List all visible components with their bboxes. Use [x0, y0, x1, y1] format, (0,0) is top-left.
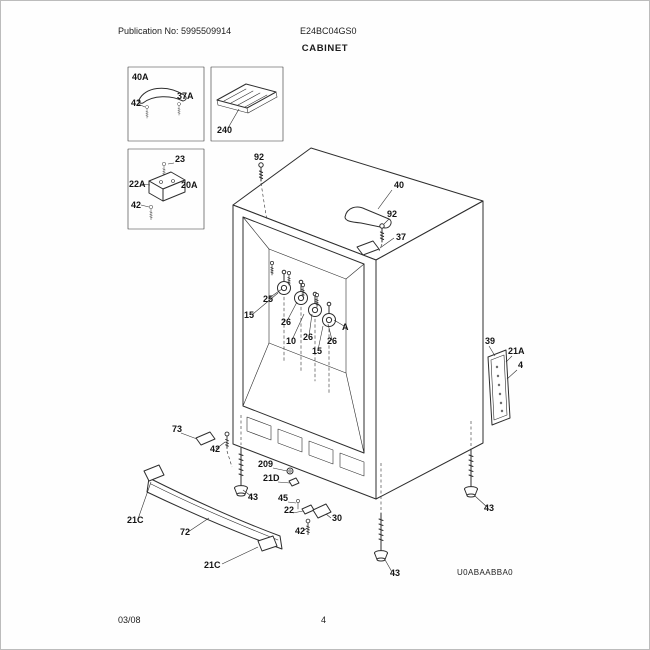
callout-72: 72 — [180, 527, 190, 537]
callout-209: 209 — [258, 459, 273, 469]
inset-box — [210, 66, 284, 142]
callout-45: 45 — [278, 493, 288, 503]
bracket-73-part — [195, 431, 216, 446]
rail-end-cap-right — [257, 535, 278, 552]
callout-92-handle: 92 — [387, 209, 397, 219]
bracket-30-part — [312, 503, 332, 519]
screw-icon — [177, 102, 181, 116]
callout-25: 25 — [263, 294, 273, 304]
handle-part — [138, 87, 187, 104]
callout-21D: 21D — [263, 473, 280, 483]
callout-26-b: 26 — [303, 332, 313, 342]
panel-holes — [495, 365, 504, 413]
callout-40A: 40A — [132, 72, 149, 82]
callout-43-right: 43 — [484, 503, 494, 513]
inset-box — [127, 66, 205, 142]
callout-21A: 21A — [508, 346, 525, 356]
callout-22: 22 — [284, 505, 294, 515]
callout-43-left: 43 — [248, 492, 258, 502]
callout-30: 30 — [332, 513, 342, 523]
handle-bracket-part — [356, 240, 380, 256]
screw-icon — [305, 518, 311, 536]
callout-labels: 92 40 92 37 15 25 26 10 26 15 26 A 39 21… — [127, 152, 525, 578]
page-title: CABINET — [302, 43, 348, 54]
callout-73: 73 — [172, 424, 182, 434]
callout-92-top: 92 — [254, 152, 264, 162]
grille-slots — [223, 88, 268, 108]
callout-4: 4 — [518, 360, 523, 370]
screw-icon — [258, 162, 264, 182]
callout-42-inset3: 42 — [131, 200, 141, 210]
footer-date: 03/08 — [118, 615, 141, 625]
callout-15-b: 15 — [312, 346, 322, 356]
vent-slots — [246, 416, 365, 477]
inset-grille-detail: 240 — [210, 66, 284, 142]
publication-number: Publication No: 5995509914 — [118, 26, 231, 36]
inset-bracket-detail: 23 22A 20A 42 — [127, 148, 205, 230]
callout-20A: 20A — [181, 180, 198, 190]
callout-42-inset: 42 — [131, 98, 141, 108]
callout-26-c: 26 — [327, 336, 337, 346]
callout-240: 240 — [217, 125, 232, 135]
callout-21C-right: 21C — [204, 560, 221, 570]
callout-A: A — [342, 322, 349, 332]
grommet-209-part — [286, 467, 294, 475]
leveling-leg — [464, 448, 478, 498]
callout-15-a: 15 — [244, 310, 254, 320]
leveling-leg — [234, 447, 248, 497]
bottom-rail-line — [150, 483, 279, 541]
callout-22A: 22A — [129, 179, 146, 189]
footer-page-number: 4 — [321, 615, 326, 625]
screw-icon — [145, 105, 149, 119]
callout-42-b: 42 — [295, 526, 305, 536]
callout-39: 39 — [485, 336, 495, 346]
leveling-leg — [374, 512, 388, 562]
rail-end-cap-left — [143, 464, 165, 482]
interior-rollers — [269, 260, 336, 394]
callout-37: 37 — [396, 232, 406, 242]
callout-10: 10 — [286, 336, 296, 346]
screw-45-part — [296, 499, 300, 510]
clip-21D-part — [288, 477, 300, 487]
top-handle-assembly — [258, 162, 392, 256]
inset-handle-detail: 40A 42 37A — [127, 66, 205, 142]
callout-43-center: 43 — [390, 568, 400, 578]
grommet-209-hole — [288, 469, 292, 473]
base-parts — [143, 415, 478, 562]
callout-37A-inset: 37A — [177, 91, 194, 101]
callout-40: 40 — [394, 180, 404, 190]
cabinet-body — [232, 147, 484, 500]
callout-23: 23 — [175, 154, 185, 164]
callout-42-a: 42 — [210, 444, 220, 454]
inset-box — [127, 148, 205, 230]
screw-icon — [224, 431, 230, 449]
grille-depth — [216, 91, 278, 114]
side-panel-inner — [490, 354, 508, 421]
bracket-22-part — [301, 504, 315, 515]
side-panel-assembly — [487, 349, 511, 426]
diagram-code: U0ABAABBA0 — [457, 568, 513, 577]
leader-lines — [137, 189, 518, 573]
screw-icon — [148, 204, 154, 221]
handle-part — [344, 206, 392, 229]
callout-26-a: 26 — [281, 317, 291, 327]
model-number: E24BC04GS0 — [300, 26, 357, 36]
bracket-part — [148, 171, 186, 202]
callout-21C-left: 21C — [127, 515, 144, 525]
grille-part — [216, 83, 277, 109]
interior-edges — [242, 216, 365, 454]
